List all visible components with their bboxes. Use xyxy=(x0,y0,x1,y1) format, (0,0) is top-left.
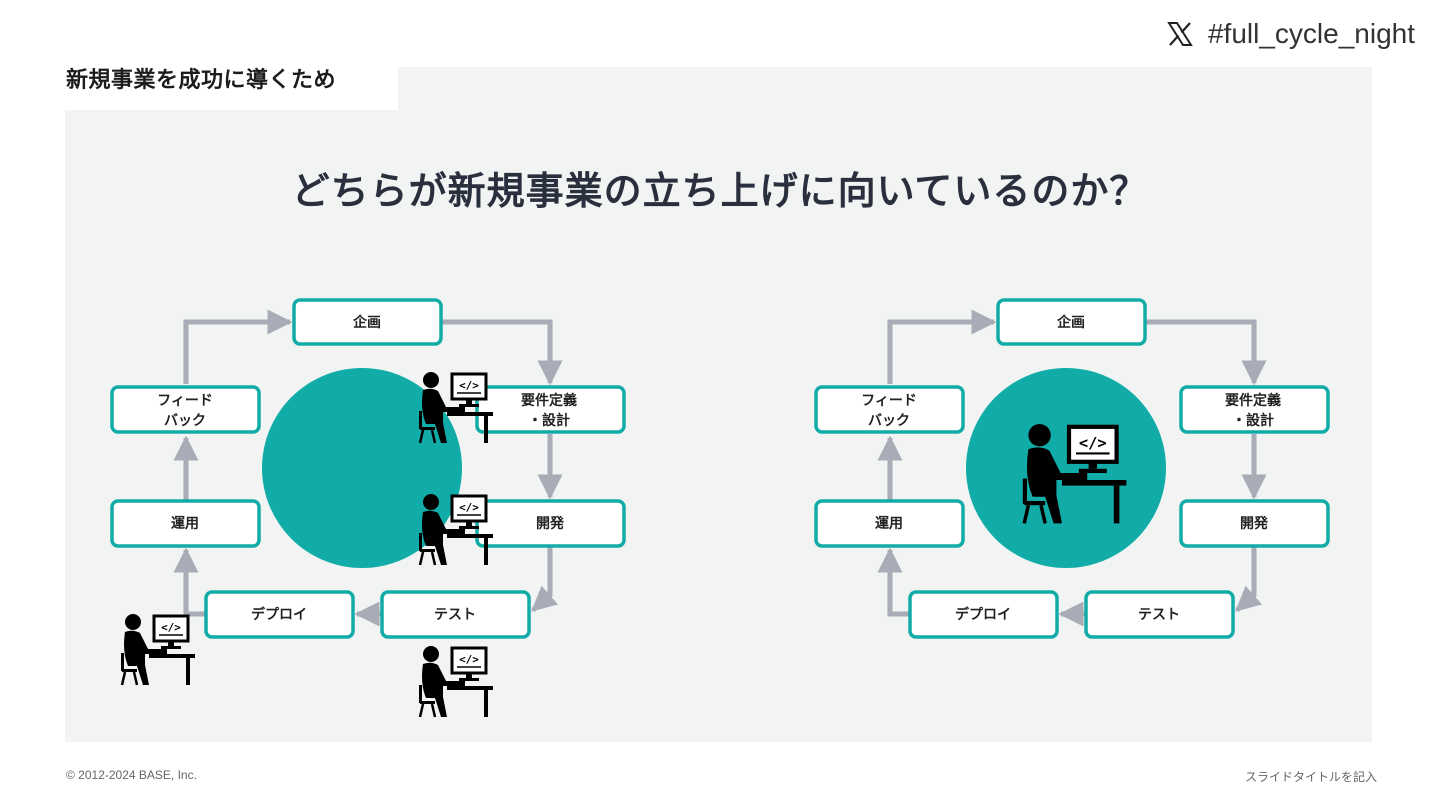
right-cycle-diagram: 企画 要件定義 ・設計 開発 テスト デプロイ 運用 フィード バック xyxy=(814,298,1330,639)
right-team-circle xyxy=(966,368,1166,568)
step-box-feedback xyxy=(814,385,965,434)
step-label-deploy: デプロイ xyxy=(955,606,1011,623)
arrow-feedback-to-plan xyxy=(183,309,293,384)
step-label-plan: 企画 xyxy=(1056,314,1085,331)
step-box-dev xyxy=(1179,499,1330,548)
arrow-dev-to-test xyxy=(531,547,559,612)
step-box-deploy xyxy=(908,590,1059,639)
step-label-deploy: デプロイ xyxy=(251,606,307,623)
step-box-requirements xyxy=(475,385,626,434)
step-label-test: テスト xyxy=(434,607,476,623)
section-title: 新規事業を成功に導くため xyxy=(66,68,337,93)
step-box-feedback xyxy=(110,385,261,434)
step-label-plan: 企画 xyxy=(352,314,381,331)
step-box-ops xyxy=(814,499,965,548)
developer-icon xyxy=(417,644,495,719)
step-label-ops: 運用 xyxy=(875,516,903,532)
step-box-test xyxy=(380,590,531,639)
step-label-dev: 開発 xyxy=(1240,515,1269,532)
step-label-feedback-2: バック xyxy=(868,413,910,429)
step-box-plan xyxy=(292,298,443,346)
x-logo-icon xyxy=(1167,22,1193,46)
slide-headline: どちらが新規事業の立ち上げに向いているのか？ xyxy=(291,169,1149,213)
arrow-deploy-to-ops xyxy=(173,547,206,617)
step-label-requirements-1: 要件定義 xyxy=(1225,392,1281,409)
step-box-deploy xyxy=(204,590,355,639)
title-tab xyxy=(65,62,398,110)
left-team-circle xyxy=(262,368,462,568)
step-box-requirements xyxy=(1179,385,1330,434)
step-label-requirements-2: ・設計 xyxy=(1232,412,1274,429)
step-label-requirements-1: 要件定義 xyxy=(521,392,577,409)
step-label-test: テスト xyxy=(1138,607,1180,623)
hashtag-label: #full_cycle_night xyxy=(1166,18,1415,50)
arrow-feedback-to-plan xyxy=(887,309,997,384)
arrow-plan-to-requirements xyxy=(1146,319,1267,386)
step-box-ops xyxy=(110,499,261,548)
step-label-requirements-2: ・設計 xyxy=(528,412,570,429)
step-box-test xyxy=(1084,590,1235,639)
step-label-feedback-1: フィード xyxy=(157,393,213,409)
arrow-dev-to-test xyxy=(1235,547,1263,612)
slide-title-placeholder: スライドタイトルを記入 xyxy=(1244,770,1377,784)
step-box-plan xyxy=(996,298,1147,346)
step-box-dev xyxy=(475,499,626,548)
arrow-deploy-to-ops xyxy=(877,547,910,617)
copyright-text: © 2012-2024 BASE, Inc. xyxy=(66,768,197,782)
step-label-dev: 開発 xyxy=(536,515,565,532)
step-label-feedback-1: フィード xyxy=(861,393,917,409)
step-label-ops: 運用 xyxy=(171,516,199,532)
left-cycle-diagram: 企画 要件定義 ・設計 開発 テスト デプロイ 運用 フィード バック xyxy=(110,298,626,719)
hashtag-text: #full_cycle_night xyxy=(1207,18,1415,49)
arrow-plan-to-requirements xyxy=(442,319,563,386)
step-label-feedback-2: バック xyxy=(164,413,206,429)
developer-icon xyxy=(119,612,197,687)
